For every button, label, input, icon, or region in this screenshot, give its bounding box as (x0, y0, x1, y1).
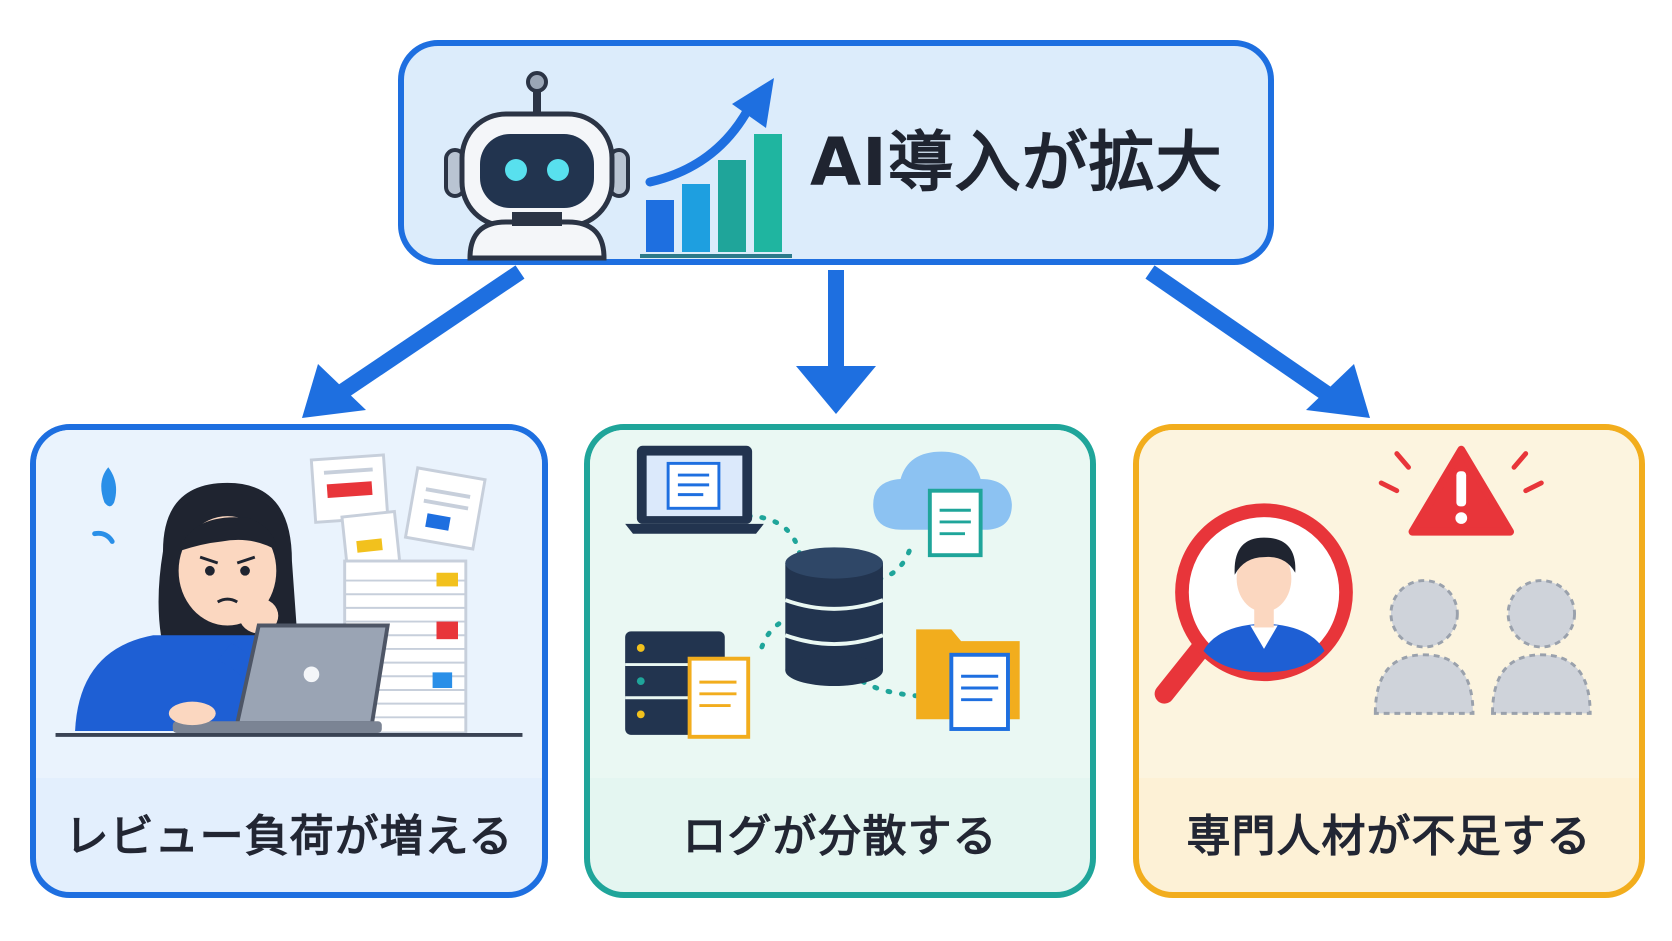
log-distribution-illustration (590, 430, 1090, 778)
person-icon (1203, 537, 1325, 673)
effect-card-talent-shortage: 専門人材が不足する (1133, 424, 1645, 898)
robot-icon (444, 71, 630, 261)
database-icon (784, 547, 884, 687)
placeholder-person-icon (1373, 579, 1592, 715)
cause-title: AI導入が拡大 (810, 124, 1223, 201)
arrow-right (1145, 265, 1370, 418)
laptop-icon (168, 623, 390, 733)
robot-chart-illustration (444, 71, 792, 261)
effect-label-log-distribution: ログが分散する (682, 811, 998, 862)
talent-shortage-illustration (1139, 430, 1639, 778)
arrow-left (302, 265, 525, 418)
arrow-center (796, 270, 876, 414)
laptop-icon (625, 445, 764, 534)
effect-card-review-load: レビュー負荷が増える (30, 424, 548, 898)
stressed-woman-icon (75, 482, 367, 731)
warning-icon (1378, 445, 1544, 536)
effect-card-log-distribution: ログが分散する (584, 424, 1096, 898)
effect-label-review-load: レビュー負荷が増える (64, 811, 514, 862)
sweat-drop-icon (101, 467, 117, 507)
cloud-icon (873, 451, 1012, 558)
effect-label-talent-shortage: 専門人材が不足する (1186, 811, 1592, 862)
server-icon (625, 631, 751, 739)
review-load-illustration (36, 430, 542, 778)
folder-icon (916, 629, 1020, 731)
growth-chart-icon (640, 78, 792, 258)
